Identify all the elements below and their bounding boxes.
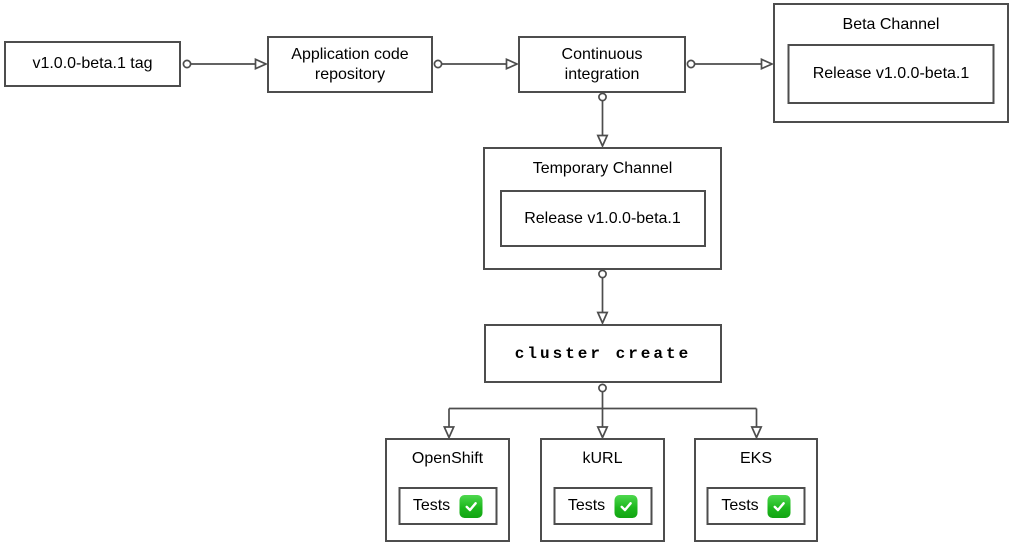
- group-temporary-channel: Temporary Channel Release v1.0.0-beta.1: [483, 147, 722, 270]
- node-application-code-repository: Application code repository: [267, 36, 433, 93]
- arrowhead-icon: [596, 426, 609, 440]
- node-label: v1.0.0-beta.1 tag: [32, 55, 153, 72]
- arrowhead-icon: [505, 57, 520, 71]
- node-cluster-create: cluster create: [484, 324, 722, 383]
- node-label: cluster create: [514, 344, 692, 363]
- connector-repo-to-ci: [433, 57, 520, 71]
- release-label: Release v1.0.0-beta.1: [524, 209, 681, 227]
- arrowhead-icon: [596, 134, 609, 149]
- check-mark-button-icon: [459, 494, 483, 518]
- source-port-icon: [598, 269, 607, 279]
- check-mark-button-icon: [614, 494, 638, 518]
- check-mark-button-icon: [767, 494, 791, 518]
- tests-label: Tests: [567, 497, 606, 514]
- node-label: Application code repository: [291, 45, 409, 83]
- node-label: Continuous integration: [561, 45, 643, 83]
- connector-tag-to-repo: [182, 57, 269, 71]
- release-box: Release v1.0.0-beta.1: [499, 190, 706, 247]
- tests-box: Tests: [553, 487, 652, 525]
- source-port-icon: [598, 92, 607, 102]
- source-port-icon: [182, 59, 192, 69]
- tests-box: Tests: [398, 487, 497, 525]
- connector-ci-to-beta: [686, 57, 775, 71]
- node-version-tag: v1.0.0-beta.1 tag: [4, 41, 181, 87]
- release-box: Release v1.0.0-beta.1: [787, 44, 995, 104]
- platform-box-eks: EKS Tests: [694, 438, 818, 542]
- platform-box-openshift: OpenShift Tests: [385, 438, 510, 542]
- source-port-icon: [598, 383, 607, 393]
- arrowhead-icon: [750, 426, 763, 440]
- group-beta-channel: Beta Channel Release v1.0.0-beta.1: [773, 3, 1009, 123]
- arrowhead-icon: [442, 426, 456, 440]
- platform-title: kURL: [582, 450, 623, 467]
- tests-label: Tests: [721, 497, 759, 514]
- arrowhead-icon: [760, 57, 775, 71]
- connector-temporary-to-cluster: [596, 269, 609, 326]
- source-port-icon: [433, 59, 443, 69]
- group-title: Temporary Channel: [532, 160, 673, 177]
- platform-box-kurl: kURL Tests: [540, 438, 665, 542]
- connector-cluster-to-platforms: [442, 383, 763, 440]
- group-title: Beta Channel: [842, 16, 940, 33]
- node-continuous-integration: Continuous integration: [518, 36, 686, 93]
- tests-label: Tests: [412, 497, 451, 514]
- platform-title: EKS: [739, 450, 772, 467]
- platform-title: OpenShift: [411, 450, 484, 467]
- connector-ci-to-temporary: [596, 92, 609, 149]
- release-label: Release v1.0.0-beta.1: [812, 65, 970, 82]
- source-port-icon: [686, 59, 696, 69]
- arrowhead-icon: [596, 311, 609, 326]
- arrowhead-icon: [254, 57, 269, 71]
- tests-box: Tests: [706, 487, 806, 525]
